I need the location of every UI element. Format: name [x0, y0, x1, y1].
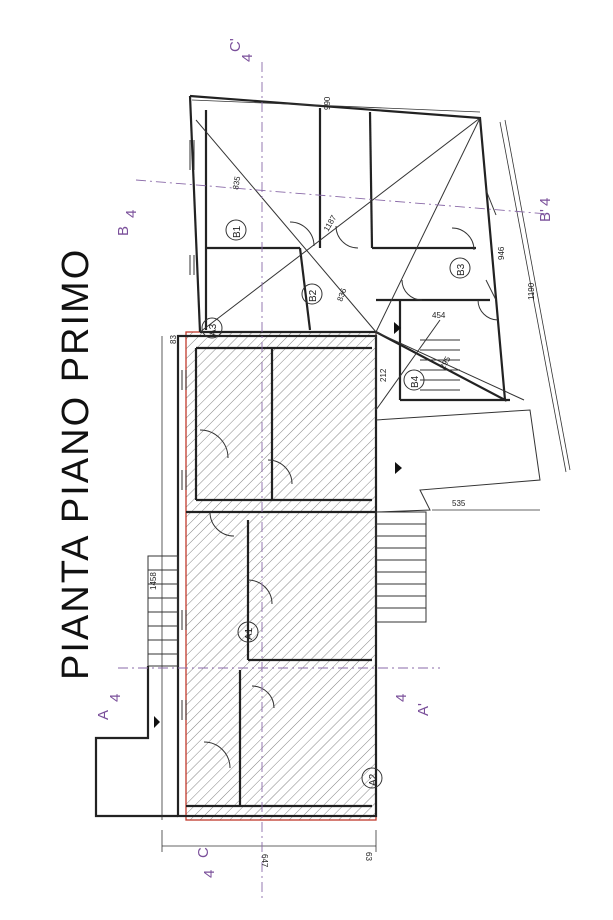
- section-label-a-prime: A': [415, 703, 432, 716]
- room-label-b3: B3: [449, 257, 471, 279]
- room-label-a3: A3: [201, 317, 223, 339]
- dim-corner: 83: [169, 335, 178, 344]
- stair-left: [94, 555, 179, 818]
- section-label-a-prime-num: 4: [393, 694, 410, 702]
- terrace-outline: [375, 119, 571, 513]
- dim-bottom-small: 63: [364, 852, 373, 861]
- dimension-lines: [161, 99, 540, 852]
- room-label-b4: B4: [403, 369, 425, 391]
- room-label-b2: B2: [301, 283, 323, 305]
- svg-text:A1: A1: [244, 627, 255, 640]
- section-label-c-num: 4: [201, 870, 218, 878]
- section-label-b-num: 4: [123, 210, 140, 218]
- block-b: [188, 94, 510, 402]
- plan-title: PIANTA PIANO PRIMO: [55, 248, 97, 680]
- room-label-b1: B1: [225, 219, 247, 241]
- section-label-b-prime: B': [537, 209, 554, 222]
- level-marker-icon: [394, 322, 401, 334]
- dim-diag-5: 295: [438, 354, 453, 371]
- block-a: [176, 331, 378, 821]
- dim-top-width: 990: [323, 96, 332, 110]
- dim-stair-width: 535: [452, 499, 466, 508]
- level-marker-icon: [154, 716, 160, 728]
- svg-text:B3: B3: [456, 263, 467, 276]
- section-label-c-prime: C': [227, 38, 244, 52]
- room-label-a1: A1: [237, 621, 259, 643]
- dim-bottom-width: 647: [260, 854, 269, 868]
- section-label-c: C: [195, 847, 212, 858]
- dim-diag-6: 835: [231, 175, 242, 190]
- room-label-a2: A2: [361, 767, 383, 789]
- section-label-b: B: [115, 226, 132, 236]
- stair-right: [375, 511, 427, 623]
- svg-text:A3: A3: [208, 323, 219, 336]
- section-lines: [118, 62, 549, 900]
- section-label-a: A: [95, 710, 112, 720]
- svg-text:B2: B2: [308, 289, 319, 302]
- survey-diagonals: [195, 117, 525, 411]
- level-marker-icon: [395, 462, 402, 474]
- section-label-c-prime-num: 4: [239, 54, 256, 62]
- dim-diag-2: 836: [335, 287, 348, 303]
- dim-left-stair: 1458: [149, 572, 158, 590]
- svg-text:A2: A2: [368, 773, 379, 786]
- dim-diag-4: 212: [379, 368, 388, 382]
- dim-right-width: 1190: [527, 282, 536, 300]
- section-label-a-num: 4: [107, 694, 124, 702]
- svg-text:B1: B1: [232, 225, 243, 238]
- svg-text:B4: B4: [410, 375, 421, 388]
- section-label-b-prime-num: 4: [537, 198, 554, 206]
- dim-diag-3: 454: [432, 311, 446, 320]
- dim-right-partial: 946: [497, 246, 506, 260]
